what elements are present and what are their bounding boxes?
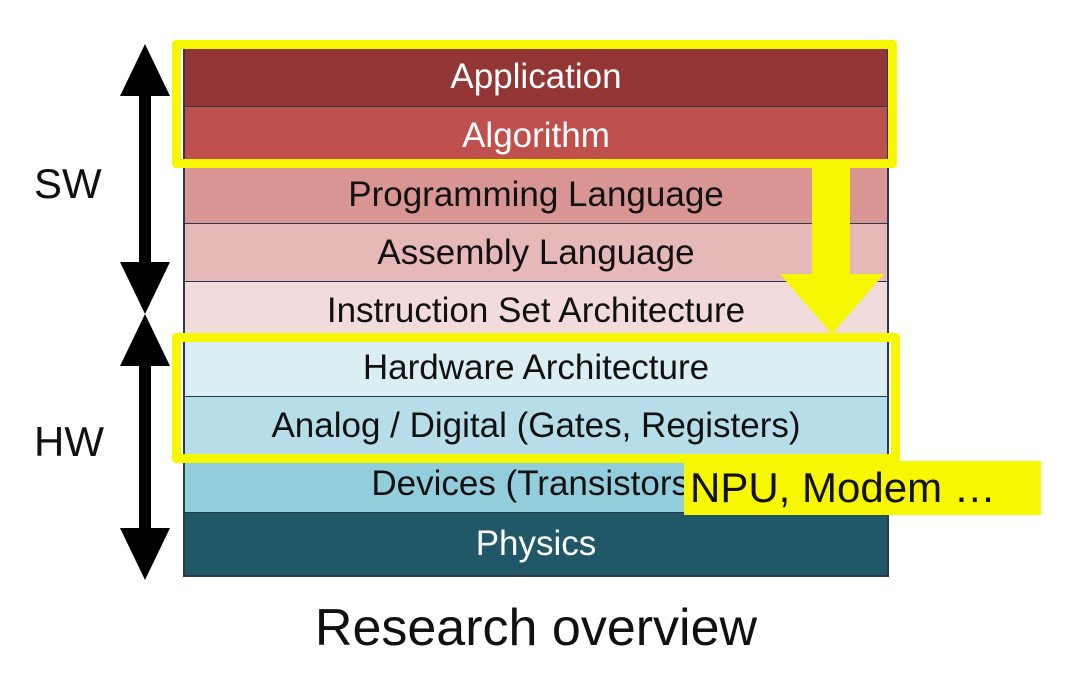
- layer-programming-language: Programming Language: [183, 166, 889, 224]
- layer-isa: Instruction Set Architecture: [183, 282, 889, 340]
- layer-label: Analog / Digital (Gates, Registers): [271, 406, 801, 445]
- hw-double-arrow: [120, 314, 170, 580]
- highlight-box-sw: [172, 40, 897, 168]
- hw-label: HW: [34, 418, 104, 465]
- layer-label: Algorithm: [462, 116, 610, 155]
- layer-algorithm: Algorithm: [183, 107, 889, 166]
- caption: Research overview: [314, 599, 758, 657]
- highlight-down-arrow: [780, 166, 884, 334]
- layer-hardware-architecture: Hardware Architecture: [183, 340, 889, 397]
- callout-npu-modem: NPU, Modem …: [684, 461, 1041, 515]
- layer-label: Instruction Set Architecture: [326, 290, 746, 330]
- layer-label: Assembly Language: [377, 232, 695, 272]
- layer-label: Hardware Architecture: [362, 348, 710, 387]
- layer-label: Programming Language: [348, 174, 724, 214]
- highlight-box-hw: [172, 333, 900, 463]
- sw-label: SW: [34, 160, 102, 207]
- layer-label: Application: [450, 57, 622, 96]
- layer-label: Devices (Transistors): [371, 464, 701, 503]
- sw-double-arrow: [120, 44, 170, 314]
- layer-assembly-language: Assembly Language: [183, 224, 889, 282]
- layer-label: Physics: [475, 524, 597, 563]
- layer-analog-digital: Analog / Digital (Gates, Registers): [183, 397, 889, 456]
- layer-application: Application: [183, 48, 889, 107]
- layer-physics: Physics: [183, 513, 889, 577]
